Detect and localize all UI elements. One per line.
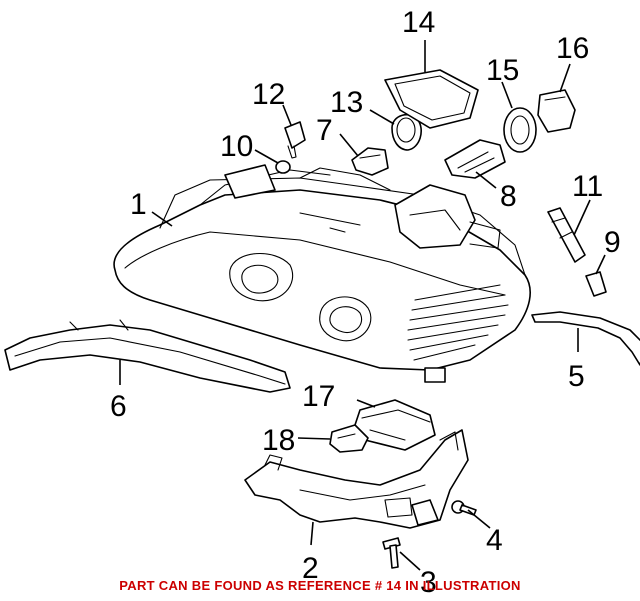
headlight-housing	[113, 164, 531, 383]
holder-part-10	[275, 160, 291, 174]
callout-16: 16	[556, 32, 589, 65]
callout-6: 6	[110, 390, 127, 423]
callout-11: 11	[572, 170, 603, 203]
callout-4: 4	[486, 524, 503, 557]
callout-5: 5	[568, 360, 585, 393]
callout-13: 13	[330, 86, 363, 119]
callout-12: 12	[252, 78, 285, 111]
callout-2: 2	[302, 552, 319, 585]
callout-7: 7	[316, 114, 333, 147]
callout-10: 10	[220, 130, 253, 163]
socket-part-16	[537, 89, 576, 133]
callout-17: 17	[302, 380, 335, 413]
ignitor-module	[329, 424, 369, 453]
socket-part-11	[547, 207, 586, 263]
bulb-part-7	[351, 147, 389, 176]
cover-part-14	[384, 69, 479, 129]
callout-8: 8	[500, 180, 517, 213]
callout-1: 1	[130, 188, 147, 221]
lower-trim-strip	[4, 319, 291, 393]
screw-part-3	[382, 537, 401, 569]
housing-vent-slats	[407, 284, 509, 361]
cap-part-13	[391, 113, 422, 151]
reference-note: PART CAN BE FOUND AS REFERENCE # 14 IN I…	[119, 578, 521, 593]
callout-14: 14	[402, 6, 435, 39]
bulb-part-12	[284, 121, 306, 159]
bulb-part-9	[585, 271, 607, 297]
leader-lines	[119, 40, 606, 571]
callout-3: 3	[420, 566, 437, 599]
mounting-bracket	[244, 429, 469, 529]
bulb-part-8	[444, 139, 506, 179]
callout-numbers: 1 2 3 4 5 6 7 8 9 10 11 12 13 14 15 16 1…	[110, 6, 621, 599]
retaining-ring-part-15	[503, 107, 537, 153]
callout-9: 9	[604, 226, 621, 259]
callout-18: 18	[262, 424, 295, 457]
xenon-ballast	[354, 399, 436, 451]
callout-15: 15	[486, 54, 519, 87]
headlight-seal	[531, 311, 640, 366]
